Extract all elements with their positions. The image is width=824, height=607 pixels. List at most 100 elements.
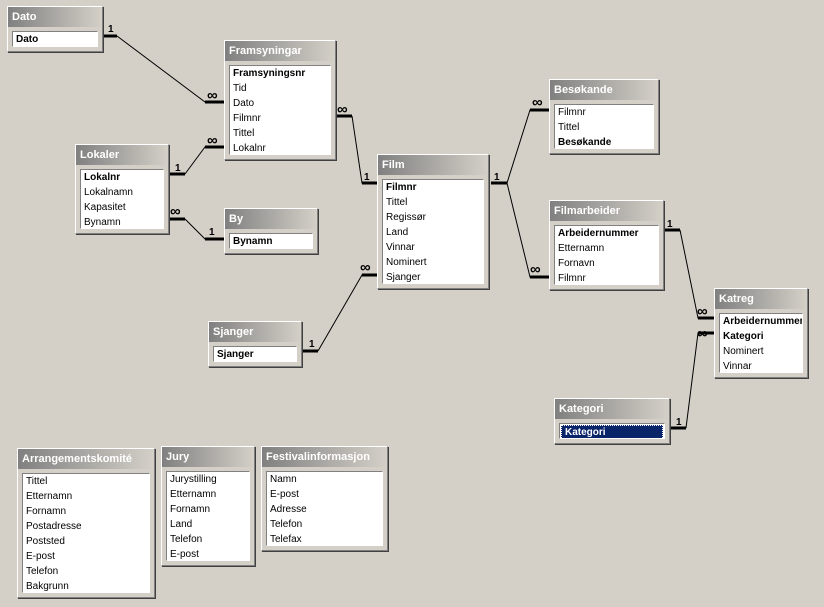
table-by[interactable]: By Bynamn xyxy=(224,208,318,254)
relation-kategori-katreg[interactable] xyxy=(670,331,714,430)
table-title[interactable]: Festivalinformasjon xyxy=(262,447,387,467)
table-title[interactable]: Jury xyxy=(162,447,254,467)
table-sjanger[interactable]: Sjanger Sjanger xyxy=(208,321,302,367)
field-sjanger[interactable]: Sjanger xyxy=(386,272,421,283)
field-e-post[interactable]: E-post xyxy=(170,549,199,560)
field-list[interactable]: Arbeidernummer Etternamn Fornavn Filmnr xyxy=(554,225,659,285)
table-title[interactable]: Sjanger xyxy=(209,322,301,342)
field-list[interactable]: Arbeidernummer Kategori Nominert Vinnar xyxy=(719,313,803,373)
field-framsyningsnr[interactable]: Framsyningsnr xyxy=(233,68,306,79)
field-lokalnr[interactable]: Lokalnr xyxy=(233,143,266,154)
field-filmnr[interactable]: Filmnr xyxy=(233,113,261,124)
relation-lokaler-by[interactable] xyxy=(168,217,224,241)
table-title[interactable]: Kategori xyxy=(555,399,669,419)
field-fornamn[interactable]: Fornamn xyxy=(170,504,211,515)
table-title[interactable]: By xyxy=(225,209,317,229)
relation-filmarbeider-katreg[interactable] xyxy=(664,228,714,320)
field-arbeidernummer[interactable]: Arbeidernummer xyxy=(558,228,639,239)
field-list[interactable]: Filmnr Tittel Regissør Land Vinnar Nomin… xyxy=(382,179,484,284)
field-arbeidernummer[interactable]: Arbeidernummer xyxy=(723,316,803,327)
field-filmnr[interactable]: Filmnr xyxy=(386,182,417,193)
field-list[interactable]: Jurystilling Etternamn Fornamn Land Tele… xyxy=(166,471,250,561)
field-nominert[interactable]: Nominert xyxy=(723,346,764,357)
relation-film-filmarbeider[interactable] xyxy=(506,182,549,278)
field-kategori-selected[interactable]: Kategori xyxy=(561,425,663,438)
field-bynamn[interactable]: Bynamn xyxy=(84,217,121,228)
field-besokande[interactable]: Besøkande xyxy=(558,137,612,148)
table-film[interactable]: Film Filmnr Tittel Regissør Land Vinnar … xyxy=(377,154,489,289)
table-framsyningar[interactable]: Framsyningar Framsyningsnr Tid Dato Film… xyxy=(224,40,336,160)
field-list[interactable]: Dato xyxy=(12,31,98,47)
field-sjanger[interactable]: Sjanger xyxy=(217,349,254,360)
field-telefon[interactable]: Telefon xyxy=(26,566,59,577)
table-title[interactable]: Framsyningar xyxy=(225,41,335,61)
field-filmnr[interactable]: Filmnr xyxy=(558,273,586,284)
field-etternamn[interactable]: Etternamn xyxy=(26,491,73,502)
field-land[interactable]: Land xyxy=(386,227,409,238)
relation-sjanger-film[interactable] xyxy=(302,273,377,353)
field-e-post[interactable]: E-post xyxy=(270,489,299,500)
relation-framsyningar-film[interactable] xyxy=(336,114,377,185)
field-fornamn[interactable]: Fornamn xyxy=(26,506,67,517)
field-kategori[interactable]: Kategori xyxy=(723,331,764,342)
field-list[interactable]: Lokalnr Lokalnamn Kapasitet Bynamn xyxy=(80,169,164,229)
field-filmnr[interactable]: Filmnr xyxy=(558,107,586,118)
field-dato[interactable]: Dato xyxy=(16,34,39,45)
field-fornavn[interactable]: Fornavn xyxy=(558,258,595,269)
table-katreg[interactable]: Katreg Arbeidernummer Kategori Nominert … xyxy=(714,288,808,378)
field-nominert[interactable]: Nominert xyxy=(386,257,427,268)
field-list[interactable]: Tittel Etternamn Fornamn Postadresse Pos… xyxy=(22,473,150,593)
field-regissor[interactable]: Regissør xyxy=(386,212,427,223)
table-title[interactable]: Filmarbeider xyxy=(550,201,663,221)
table-title[interactable]: Arrangementskomité xyxy=(18,449,154,469)
field-list[interactable]: Kategori xyxy=(559,423,665,439)
field-bynamn[interactable]: Bynamn xyxy=(233,236,273,247)
table-jury[interactable]: Jury Jurystilling Etternamn Fornamn Land… xyxy=(161,446,255,566)
field-land[interactable]: Land xyxy=(170,519,193,530)
field-etternamn[interactable]: Etternamn xyxy=(558,243,605,254)
relation-film-besokande[interactable] xyxy=(491,108,549,185)
field-namn[interactable]: Namn xyxy=(270,474,297,485)
field-tittel[interactable]: Tittel xyxy=(26,476,48,487)
field-vinnar[interactable]: Vinnar xyxy=(723,361,752,372)
field-dato[interactable]: Dato xyxy=(233,98,255,109)
table-arrangementskomite[interactable]: Arrangementskomité Tittel Etternamn Forn… xyxy=(17,448,155,598)
field-telefon[interactable]: Telefon xyxy=(170,534,203,545)
field-poststed[interactable]: Poststed xyxy=(26,536,65,547)
table-festivalinformasjon[interactable]: Festivalinformasjon Namn E-post Adresse … xyxy=(261,446,388,551)
many-label: ∞ xyxy=(207,87,218,104)
table-title[interactable]: Katreg xyxy=(715,289,807,309)
field-etternamn[interactable]: Etternamn xyxy=(170,489,217,500)
relation-dato-framsyningar[interactable] xyxy=(101,34,224,104)
field-kapasitet[interactable]: Kapasitet xyxy=(84,202,126,213)
field-lokalnr[interactable]: Lokalnr xyxy=(84,172,121,183)
field-telefax[interactable]: Telefax xyxy=(270,534,302,545)
field-vinnar[interactable]: Vinnar xyxy=(386,242,415,253)
field-list[interactable]: Framsyningsnr Tid Dato Filmnr Tittel Lok… xyxy=(229,65,331,155)
field-list[interactable]: Namn E-post Adresse Telefon Telefax xyxy=(266,471,383,546)
field-tittel[interactable]: Tittel xyxy=(233,128,255,139)
table-lokaler[interactable]: Lokaler Lokalnr Lokalnamn Kapasitet Byna… xyxy=(75,144,169,234)
table-kategori[interactable]: Kategori Kategori xyxy=(554,398,670,444)
field-tittel[interactable]: Tittel xyxy=(386,197,408,208)
field-adresse[interactable]: Adresse xyxy=(270,504,307,515)
field-list[interactable]: Sjanger xyxy=(213,346,297,362)
field-postadresse[interactable]: Postadresse xyxy=(26,521,82,532)
field-list[interactable]: Filmnr Tittel Besøkande xyxy=(554,104,654,149)
field-telefon[interactable]: Telefon xyxy=(270,519,303,530)
table-title[interactable]: Film xyxy=(378,155,488,175)
field-tid[interactable]: Tid xyxy=(233,83,247,94)
field-bakgrunn[interactable]: Bakgrunn xyxy=(26,581,69,592)
field-list[interactable]: Bynamn xyxy=(229,233,313,249)
table-title[interactable]: Dato xyxy=(8,7,102,27)
table-title[interactable]: Lokaler xyxy=(76,145,168,165)
field-e-post[interactable]: E-post xyxy=(26,551,55,562)
field-tittel[interactable]: Tittel xyxy=(558,122,580,133)
relation-lokaler-framsyningar[interactable] xyxy=(168,145,224,176)
table-filmarbeider[interactable]: Filmarbeider Arbeidernummer Etternamn Fo… xyxy=(549,200,664,290)
table-dato[interactable]: Dato Dato xyxy=(7,6,103,52)
field-lokalnamn[interactable]: Lokalnamn xyxy=(84,187,133,198)
table-besokande[interactable]: Besøkande Filmnr Tittel Besøkande xyxy=(549,79,659,154)
table-title[interactable]: Besøkande xyxy=(550,80,658,100)
field-jurystilling[interactable]: Jurystilling xyxy=(170,474,217,485)
